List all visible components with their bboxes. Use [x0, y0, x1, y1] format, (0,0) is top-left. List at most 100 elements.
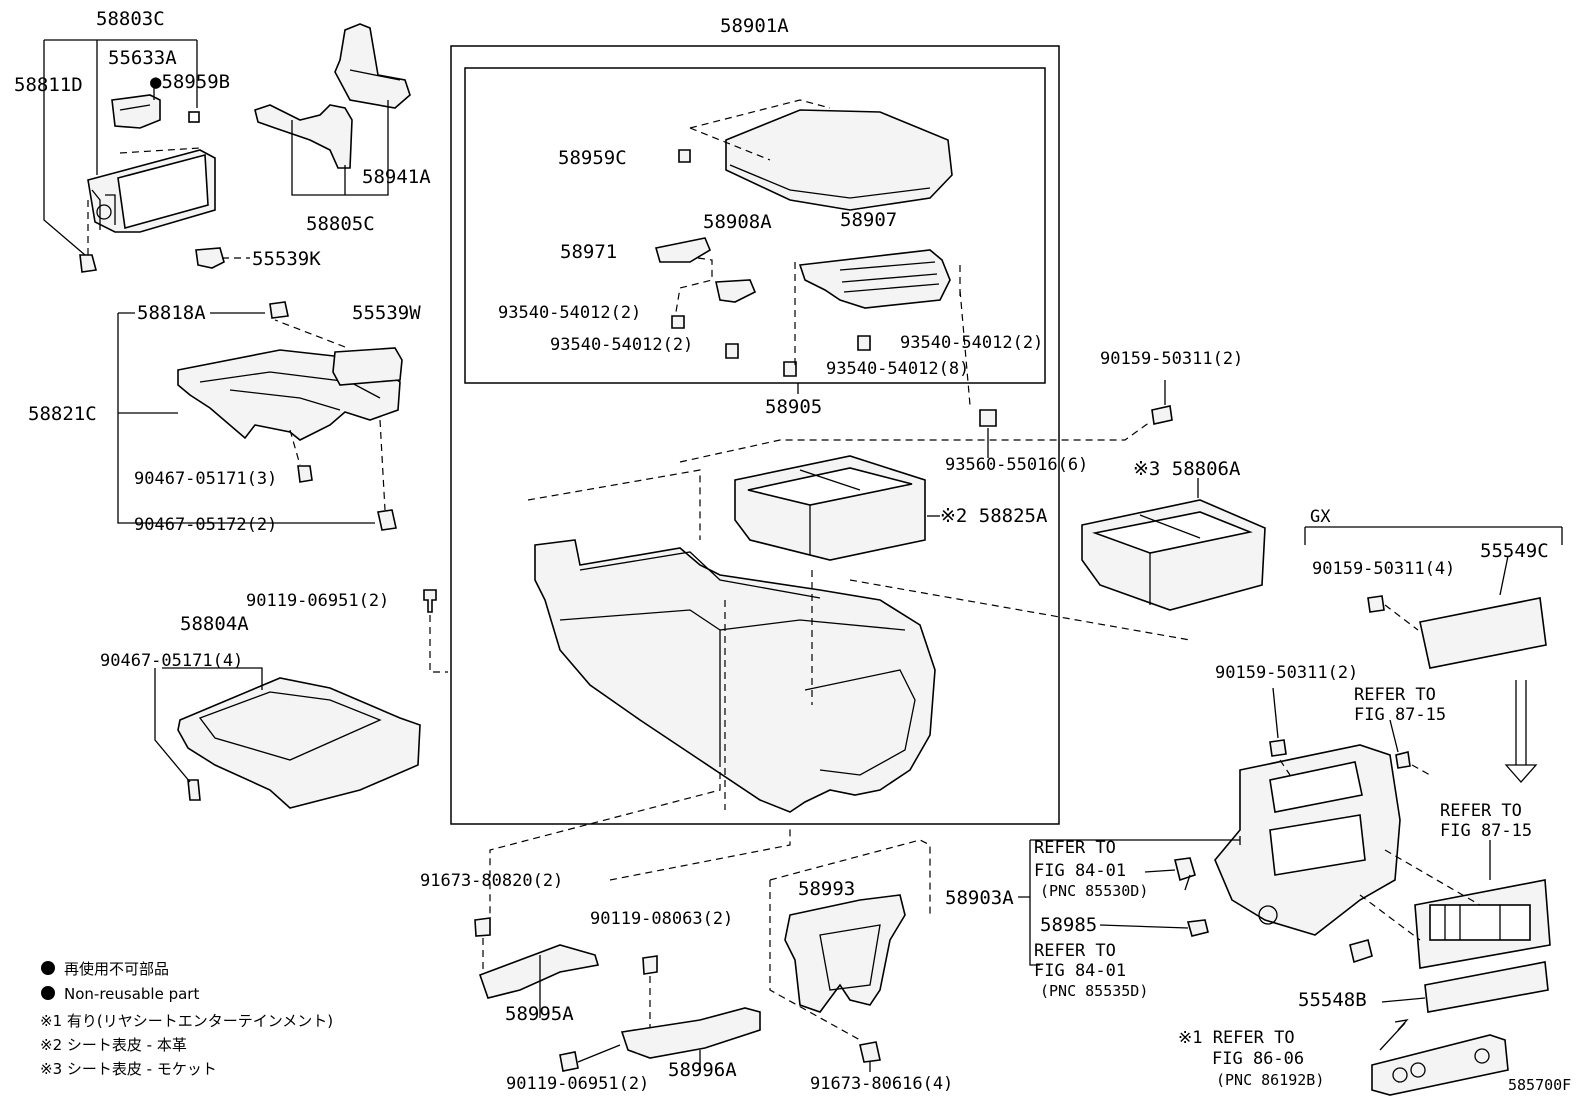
label-55549C: 55549C	[1480, 540, 1549, 562]
hinge-58907	[798, 249, 951, 309]
label-58825A: ※2 58825A	[940, 505, 1048, 527]
label-90467-05171-3: 90467-05171(3)	[134, 469, 277, 489]
armrest-lid-58901A	[725, 109, 953, 211]
label-58908A: 58908A	[703, 211, 772, 233]
clip-58959B	[188, 111, 200, 123]
legend-note1: ※1 有り(リヤシートエンターテインメント)	[40, 1012, 333, 1030]
label-58959C: 58959C	[558, 147, 627, 169]
label-58971: 58971	[560, 241, 617, 263]
label-58996A: 58996A	[668, 1059, 737, 1081]
refer-84-01-a-line2: FIG 84-01	[1034, 861, 1126, 881]
armrest-subassembly-frame	[464, 67, 1046, 384]
screw-58959C	[678, 149, 691, 163]
label-90159-b: 90159-50311(4)	[1312, 559, 1455, 579]
legend-bullet-2	[41, 986, 55, 1000]
switch-panel	[1371, 1034, 1509, 1096]
down-arrow	[1504, 680, 1538, 783]
label-93540-a: 93540-54012(2)	[498, 303, 641, 323]
label-90119-08063: 90119-08063(2)	[590, 909, 733, 929]
bolt-90119-06951-bottom	[559, 1051, 579, 1072]
refer-87-15-b-line2: FIG 87-15	[1440, 821, 1532, 841]
label-58985: 58985	[1040, 914, 1097, 936]
label-90119-06951-b: 90119-06951(2)	[506, 1074, 649, 1094]
label-55539W: 55539W	[352, 302, 421, 324]
refer-86-06-line3: (PNC 86192B)	[1216, 1071, 1324, 1089]
legend-en-nonreuse: Non-reusable part	[64, 985, 199, 1003]
bolt-90159-50311-c	[1269, 739, 1287, 757]
label-58821C: 58821C	[28, 403, 97, 425]
label-58901A: 58901A	[720, 15, 789, 37]
legend-note2: ※2 シート表皮 - 本革	[40, 1036, 187, 1054]
label-90119-06951-a: 90119-06951(2)	[246, 591, 389, 611]
label-93560: 93560-55016(6)	[945, 455, 1088, 475]
cup-insert-55633A	[111, 94, 161, 129]
refer-84-01-a-line1: REFER TO	[1034, 838, 1116, 858]
clip-58811D	[79, 254, 98, 273]
bolt-refer-87-15	[1395, 751, 1411, 769]
panel-55549C	[1419, 597, 1547, 669]
tray-58825A	[734, 455, 926, 561]
clip-58985	[1186, 919, 1209, 937]
bolt-93560-55016	[979, 409, 997, 427]
trim-55548B	[1424, 961, 1549, 1013]
console-assembly-frame	[450, 45, 1060, 825]
legend-bullet-1	[41, 961, 55, 975]
latch-58971	[654, 237, 712, 263]
label-58811D: 58811D	[14, 74, 83, 96]
label-58995A: 58995A	[505, 1003, 574, 1025]
bolt-90119-08063	[642, 955, 658, 975]
label-58805C: 58805C	[306, 213, 375, 235]
rear-panel-58903A	[1214, 744, 1401, 936]
label-58993: 58993	[798, 878, 855, 900]
label-91673-80820: 91673-80820(2)	[420, 871, 563, 891]
label-58905: 58905	[765, 396, 822, 418]
control-unit	[1414, 879, 1551, 969]
refer-86-06-line1: ※1 REFER TO	[1178, 1028, 1295, 1048]
label-58907: 58907	[840, 209, 897, 231]
bracket-58993	[784, 894, 906, 1013]
bracket-58805C	[254, 100, 389, 196]
refer-84-01-b-line1: REFER TO	[1034, 941, 1116, 961]
label-91673-80616: 91673-80616(4)	[810, 1074, 953, 1094]
bolt-91673-80616	[859, 1041, 881, 1063]
label-90159-c: 90159-50311(2)	[1215, 663, 1358, 683]
lower-box-58804A	[177, 677, 421, 809]
clip-58818A	[269, 301, 289, 319]
clip-90467-05172	[377, 509, 397, 531]
label-90467-05171-4: 90467-05171(4)	[100, 651, 243, 671]
refer-87-15-a-line1: REFER TO	[1354, 685, 1436, 705]
clip-58804A	[187, 779, 201, 801]
label-58804A: 58804A	[180, 613, 249, 635]
bolt-91673-80820	[474, 917, 491, 937]
tray-58806A	[1081, 499, 1266, 611]
screw-93540-a	[671, 315, 685, 329]
clip-55539K	[195, 247, 225, 269]
refer-84-01-b-line3: (PNC 85535D)	[1040, 982, 1148, 1000]
legend-jp-nonreuse: 再使用不可部品	[64, 960, 169, 978]
refer-84-01-a-line3: (PNC 85530D)	[1040, 882, 1148, 900]
refer-87-15-a-line2: FIG 87-15	[1354, 705, 1446, 725]
clip-90467-05171	[297, 465, 313, 483]
label-93540-d: 93540-54012(8)	[826, 359, 969, 379]
label-58959B: ●58959B	[150, 71, 230, 93]
bracket-55539W	[332, 347, 403, 386]
up-arrow	[1379, 1019, 1409, 1051]
leader-58803C	[43, 39, 201, 256]
label-58806A: ※3 58806A	[1133, 458, 1241, 480]
hinge-58908A	[715, 279, 757, 303]
figure-id: 585700F	[1508, 1076, 1571, 1094]
legend-note3: ※3 シート表皮 - モケット	[40, 1060, 217, 1078]
label-55539K: 55539K	[252, 248, 321, 270]
label-GX: GX	[1310, 507, 1331, 527]
shift-box-58941A	[334, 23, 411, 109]
screw-93540-b	[725, 343, 739, 359]
label-55633A: 55633A	[108, 47, 177, 69]
label-93540-c: 93540-54012(2)	[900, 333, 1043, 353]
label-58818A: 58818A	[137, 302, 206, 324]
refer-86-06-line2: FIG 86-06	[1212, 1049, 1304, 1069]
clip-55548B-small	[1349, 939, 1373, 964]
screw-93540-d	[783, 361, 797, 377]
label-58941A: 58941A	[362, 166, 431, 188]
bolt-90119-06951-left	[423, 589, 437, 613]
